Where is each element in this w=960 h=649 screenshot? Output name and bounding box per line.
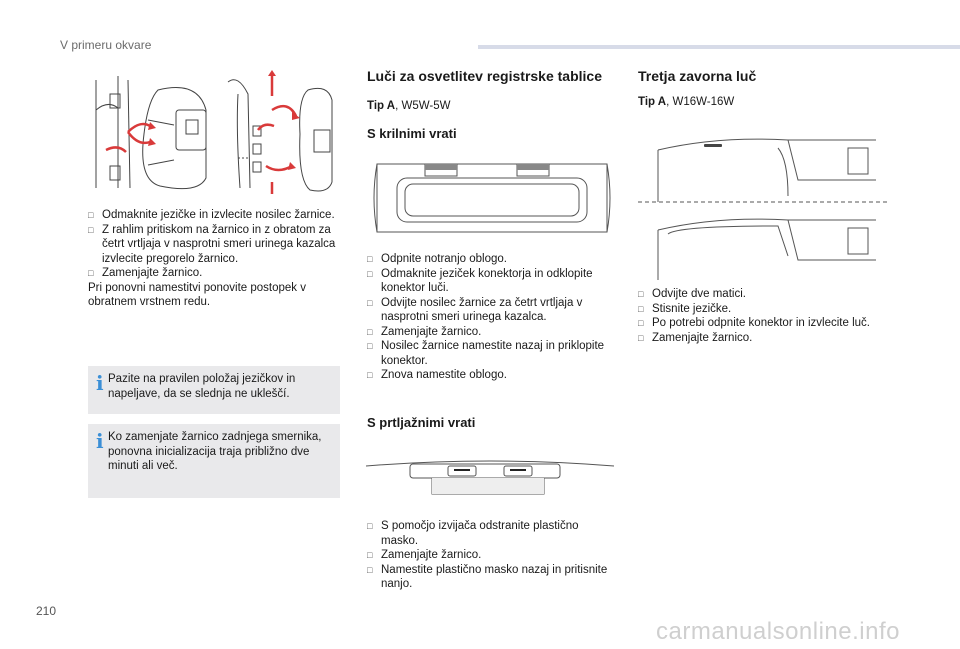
bulb-type: Tip A, W16W-16W xyxy=(638,96,734,108)
plate-light-tailgate-illustration xyxy=(365,460,615,495)
reassembly-note: Pri ponovni namestitvi ponovite postopek… xyxy=(88,281,306,309)
step-item: Zamenjajte žarnico. xyxy=(88,266,340,281)
info-note-text: Ko zamenjate žarnico zadnjega smernika, … xyxy=(108,431,322,472)
step-item: Po potrebi odpnite konektor in izvlecite… xyxy=(638,316,888,331)
tailgate-steps: S pomočjo izvijača odstranite plastično … xyxy=(367,519,617,592)
wing-doors-steps: Odpnite notranjo oblogo. Odmaknite jezič… xyxy=(367,252,617,383)
info-icon: i xyxy=(96,429,104,453)
step-item: Zamenjajte žarnico. xyxy=(367,325,617,340)
info-note-1: i Pazite na pravilen položaj jezičkov in… xyxy=(88,366,340,414)
step-item: Odmaknite jezičke in izvlecite nosilec ž… xyxy=(88,208,340,223)
step-item: Znova namestite oblogo. xyxy=(367,368,617,383)
subsection-heading: S prtljažnimi vrati xyxy=(367,415,476,430)
brake-light-steps: Odvijte dve matici. Stisnite jezičke. Po… xyxy=(638,287,888,345)
watermark: carmanualsonline.info xyxy=(656,618,900,645)
lamp-holder-illustration xyxy=(95,70,333,194)
step-item: S pomočjo izvijača odstranite plastično … xyxy=(367,519,617,548)
third-brake-light-illustration xyxy=(638,138,888,280)
section-heading: Luči za osvetlitev registrske tablice xyxy=(367,68,602,84)
step-item: Zamenjajte žarnico. xyxy=(638,331,888,346)
step-item: Odmaknite jeziček konektorja in odklopit… xyxy=(367,267,617,296)
step-item: Zamenjajte žarnico. xyxy=(367,548,617,563)
subsection-heading: S krilnimi vrati xyxy=(367,126,457,141)
step-item: Namestite plastično masko nazaj in priti… xyxy=(367,563,617,592)
section-heading: Tretja zavorna luč xyxy=(638,68,757,84)
tip-label: Tip A xyxy=(638,96,667,108)
info-note-text: Pazite na pravilen položaj jezičkov in n… xyxy=(108,373,296,400)
step-item: Z rahlim pritiskom na žarnico in z obrat… xyxy=(88,223,340,267)
step-item: Odpnite notranjo oblogo. xyxy=(367,252,617,267)
step-item: Odvijte dve matici. xyxy=(638,287,888,302)
tip-value: , W5W-5W xyxy=(395,100,451,112)
left-instructions: Odmaknite jezičke in izvlecite nosilec ž… xyxy=(88,208,340,310)
step-item: Odvijte nosilec žarnice za četrt vrtljaj… xyxy=(367,296,617,325)
bulb-type: Tip A, W5W-5W xyxy=(367,100,451,112)
tip-label: Tip A xyxy=(367,100,396,112)
plate-light-wing-doors-illustration xyxy=(373,163,611,233)
info-icon: i xyxy=(96,371,104,395)
section-title: V primeru okvare xyxy=(60,38,152,52)
info-note-2: i Ko zamenjate žarnico zadnjega smernika… xyxy=(88,424,340,498)
header-bar xyxy=(478,45,960,49)
step-item: Nosilec žarnice namestite nazaj in prikl… xyxy=(367,339,617,368)
tip-value: , W16W-16W xyxy=(666,96,735,108)
page-number: 210 xyxy=(36,604,57,618)
step-item: Stisnite jezičke. xyxy=(638,302,888,317)
